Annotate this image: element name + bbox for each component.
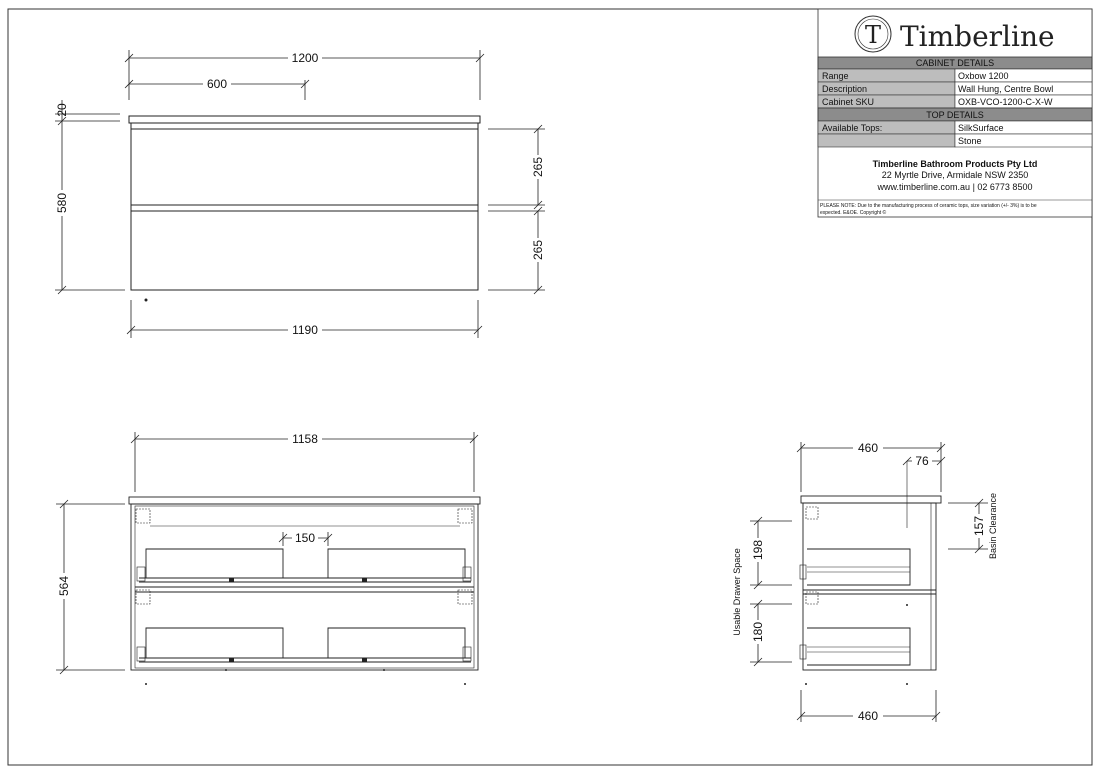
tops-label-bg-2 <box>817 133 956 148</box>
row-range-value: Oxbow 1200 <box>958 71 1009 81</box>
cabinet-details-header: CABINET DETAILS <box>916 58 994 68</box>
side-dimension-lines <box>750 442 988 722</box>
front-view <box>128 115 481 302</box>
front-cabinet-body <box>130 122 479 291</box>
brand-name: Timberline <box>900 20 1055 53</box>
dim-top-thickness: 20 <box>55 103 69 117</box>
front-dimension-lines <box>55 50 545 338</box>
dim-width-cabinet: 1190 <box>292 323 318 337</box>
cabinet-details-rows <box>817 68 1093 109</box>
dim-bowl-cutout: 150 <box>295 531 315 545</box>
row-sku-label: Cabinet SKU <box>822 97 874 107</box>
dim-width-half: 600 <box>207 77 227 91</box>
row-sku-value: OXB-VCO-1200-C-X-W <box>958 97 1053 107</box>
front-corner-dot <box>144 298 148 302</box>
side-top-slab <box>800 495 942 504</box>
dim-width-inner: 1158 <box>292 432 318 446</box>
lower-drawer-right <box>327 627 466 658</box>
dim-drawer-space-upper: 198 <box>751 540 765 560</box>
row-range-label: Range <box>822 71 849 81</box>
row-desc-label: Description <box>822 84 867 94</box>
company-address: 22 Myrtle Drive, Armidale NSW 2350 <box>882 170 1029 180</box>
logo-letter: T <box>865 21 881 49</box>
interior-markers <box>145 578 466 685</box>
interior-outer <box>130 503 479 671</box>
upper-drawer-right <box>327 548 466 578</box>
tops-option-stone: Stone <box>958 136 982 146</box>
company-name: Timberline Bathroom Products Pty Ltd <box>873 159 1038 169</box>
dim-height-inner: 564 <box>57 576 71 596</box>
dim-depth-bottom: 460 <box>858 709 878 723</box>
dim-depth-top: 460 <box>858 441 878 455</box>
dim-offset: 76 <box>915 454 929 468</box>
tops-label: Available Tops: <box>822 123 882 133</box>
interior-view <box>128 496 481 671</box>
dim-drawer-lower: 265 <box>531 240 545 260</box>
tops-value-bg-2 <box>954 133 1093 148</box>
note-line-2: expected. E&OE. Copyright © <box>820 209 887 216</box>
company-contact: www.timberline.com.au | 02 6773 8500 <box>877 182 1033 192</box>
upper-drawer-left <box>145 548 284 578</box>
row-desc-value: Wall Hung, Centre Bowl <box>958 84 1053 94</box>
front-drawer-gap <box>130 204 479 212</box>
interior-top-slab <box>128 496 481 505</box>
lower-drawer-left <box>145 627 284 658</box>
dim-height-overall: 580 <box>55 193 69 213</box>
logo-inner-circle-icon <box>857 18 889 50</box>
logo-circle-icon <box>854 15 892 53</box>
tops-option-silksurface: SilkSurface <box>958 123 1004 133</box>
dim-basin-clearance: 157 <box>972 516 986 536</box>
label-basin-clearance: Basin Clearance <box>988 493 998 559</box>
sheet-border <box>7 8 1093 766</box>
side-body <box>802 502 937 671</box>
top-details-header: TOP DETAILS <box>926 110 984 120</box>
front-top-slab <box>128 115 481 124</box>
dim-width-overall: 1200 <box>292 51 319 65</box>
side-markers <box>805 604 908 685</box>
label-usable-drawer-space: Usable Drawer Space <box>732 548 742 636</box>
dim-drawer-upper: 265 <box>531 157 545 177</box>
note-line-1: PLEASE NOTE: Due to the manufacturing pr… <box>820 203 1037 209</box>
dim-drawer-space-lower: 180 <box>751 622 765 642</box>
interior-dimension-lines <box>56 432 479 675</box>
side-view <box>799 461 942 671</box>
